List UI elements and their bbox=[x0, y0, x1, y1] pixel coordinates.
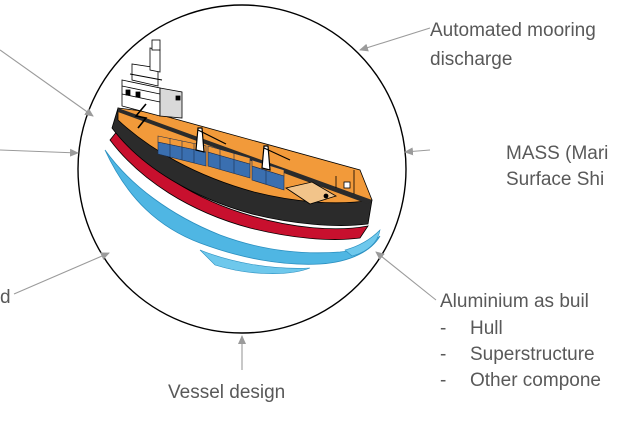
list-item: - Superstructure bbox=[440, 342, 601, 368]
list-item-text: Other compone bbox=[470, 370, 601, 391]
list-item: - Other compone bbox=[440, 368, 601, 394]
list-marker: - bbox=[440, 370, 447, 391]
label-left-cut: d bbox=[0, 287, 11, 308]
label-vessel-design: Vessel design bbox=[168, 382, 286, 403]
list-marker: - bbox=[440, 318, 447, 339]
list-item: - Hull bbox=[440, 316, 601, 342]
central-circle bbox=[77, 4, 407, 334]
list-item-text: Superstructure bbox=[470, 344, 595, 365]
deck-cranes bbox=[195, 127, 291, 171]
label-mass-line1: MASS (Mari bbox=[506, 143, 609, 164]
ship-illustration bbox=[104, 39, 381, 274]
arrow-top-left bbox=[0, 49, 94, 117]
arrow-left bbox=[0, 148, 79, 157]
arrow-right bbox=[404, 147, 431, 156]
connector-arrows bbox=[0, 27, 437, 370]
arrow-bottom-left bbox=[13, 252, 110, 295]
aluminium-component-list: - Hull - Superstructure - Other compone bbox=[440, 316, 601, 394]
label-mooring: Automated mooring bbox=[430, 20, 596, 41]
bow-structure bbox=[285, 170, 355, 205]
label-aluminium: Aluminium as buil bbox=[440, 291, 589, 312]
container-stack bbox=[157, 135, 285, 191]
list-item-text: Hull bbox=[470, 318, 503, 339]
label-mass-line2: Surface Shi bbox=[506, 169, 605, 190]
arrow-top-right bbox=[359, 27, 431, 52]
label-discharge: discharge bbox=[430, 49, 513, 70]
arrow-bottom-right bbox=[375, 251, 437, 301]
superstructure bbox=[121, 39, 183, 129]
list-marker: - bbox=[440, 344, 447, 365]
